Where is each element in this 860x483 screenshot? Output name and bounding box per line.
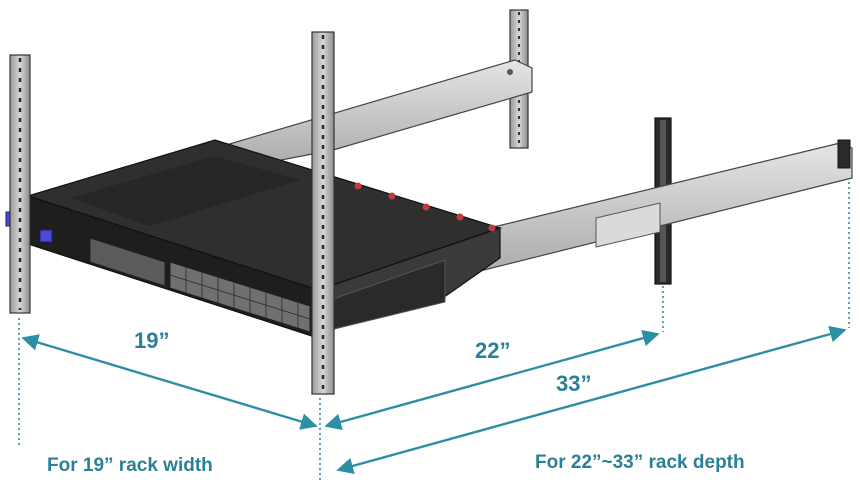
right-rail [439, 142, 853, 277]
port-grid [169, 267, 311, 328]
rack-depth-caption: For 22”~33” rack depth [535, 452, 745, 473]
front-right-post [311, 31, 335, 395]
depth-22-label: 22” [475, 338, 511, 363]
depth-33-arrow [336, 325, 847, 475]
depth-33-label: 33” [556, 371, 592, 396]
width-19-label: 19” [134, 328, 170, 353]
rack-width-caption: For 19” rack width [47, 455, 213, 476]
rear-far-right-post [837, 139, 851, 169]
reference-lines [18, 182, 850, 480]
chassis-screws [354, 182, 496, 232]
width-19-arrow [21, 334, 318, 430]
dimension-arrows [21, 325, 847, 475]
switch-chassis [5, 139, 502, 340]
front-left-post [9, 54, 31, 314]
